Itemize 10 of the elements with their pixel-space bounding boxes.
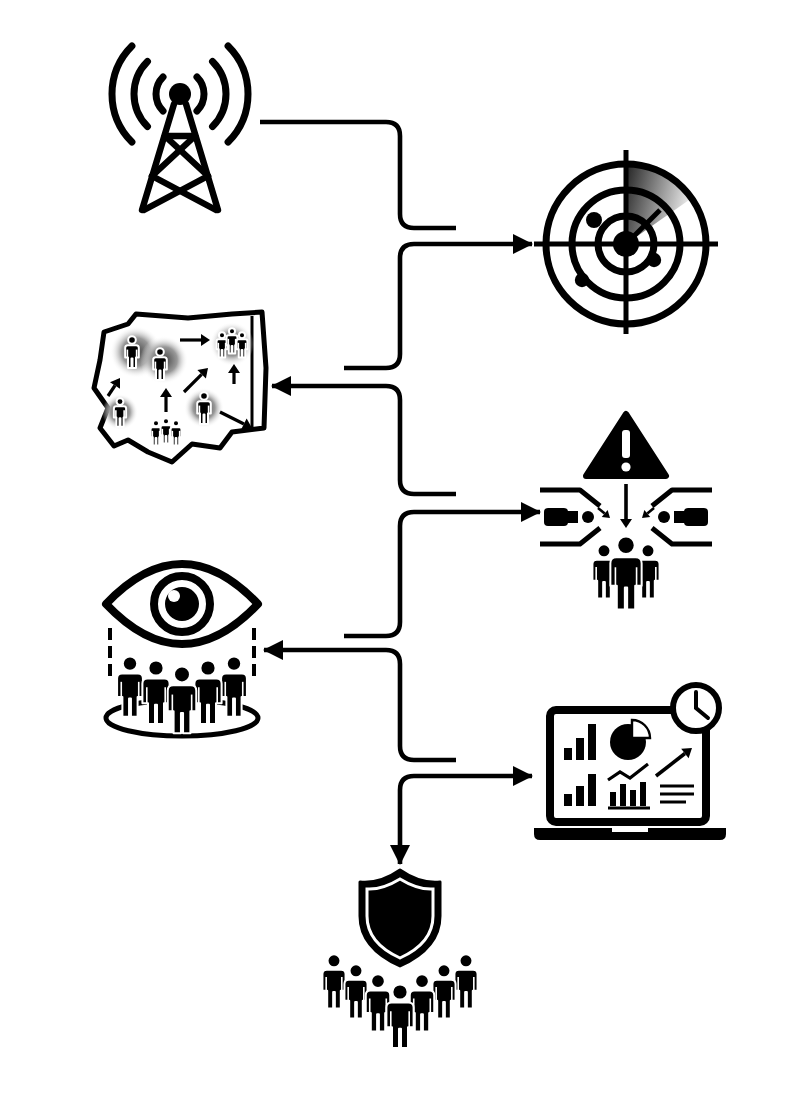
arrow [389,765,533,865]
crowd-map-icon [88,308,272,468]
arrow [263,639,456,763]
dashboard-laptop-icon [532,680,728,844]
arrow [344,501,541,639]
connector-line [260,119,456,231]
alert-crowd-icon [540,408,712,612]
arrow [271,375,456,497]
arrow [344,233,533,371]
radar-icon [532,148,720,336]
